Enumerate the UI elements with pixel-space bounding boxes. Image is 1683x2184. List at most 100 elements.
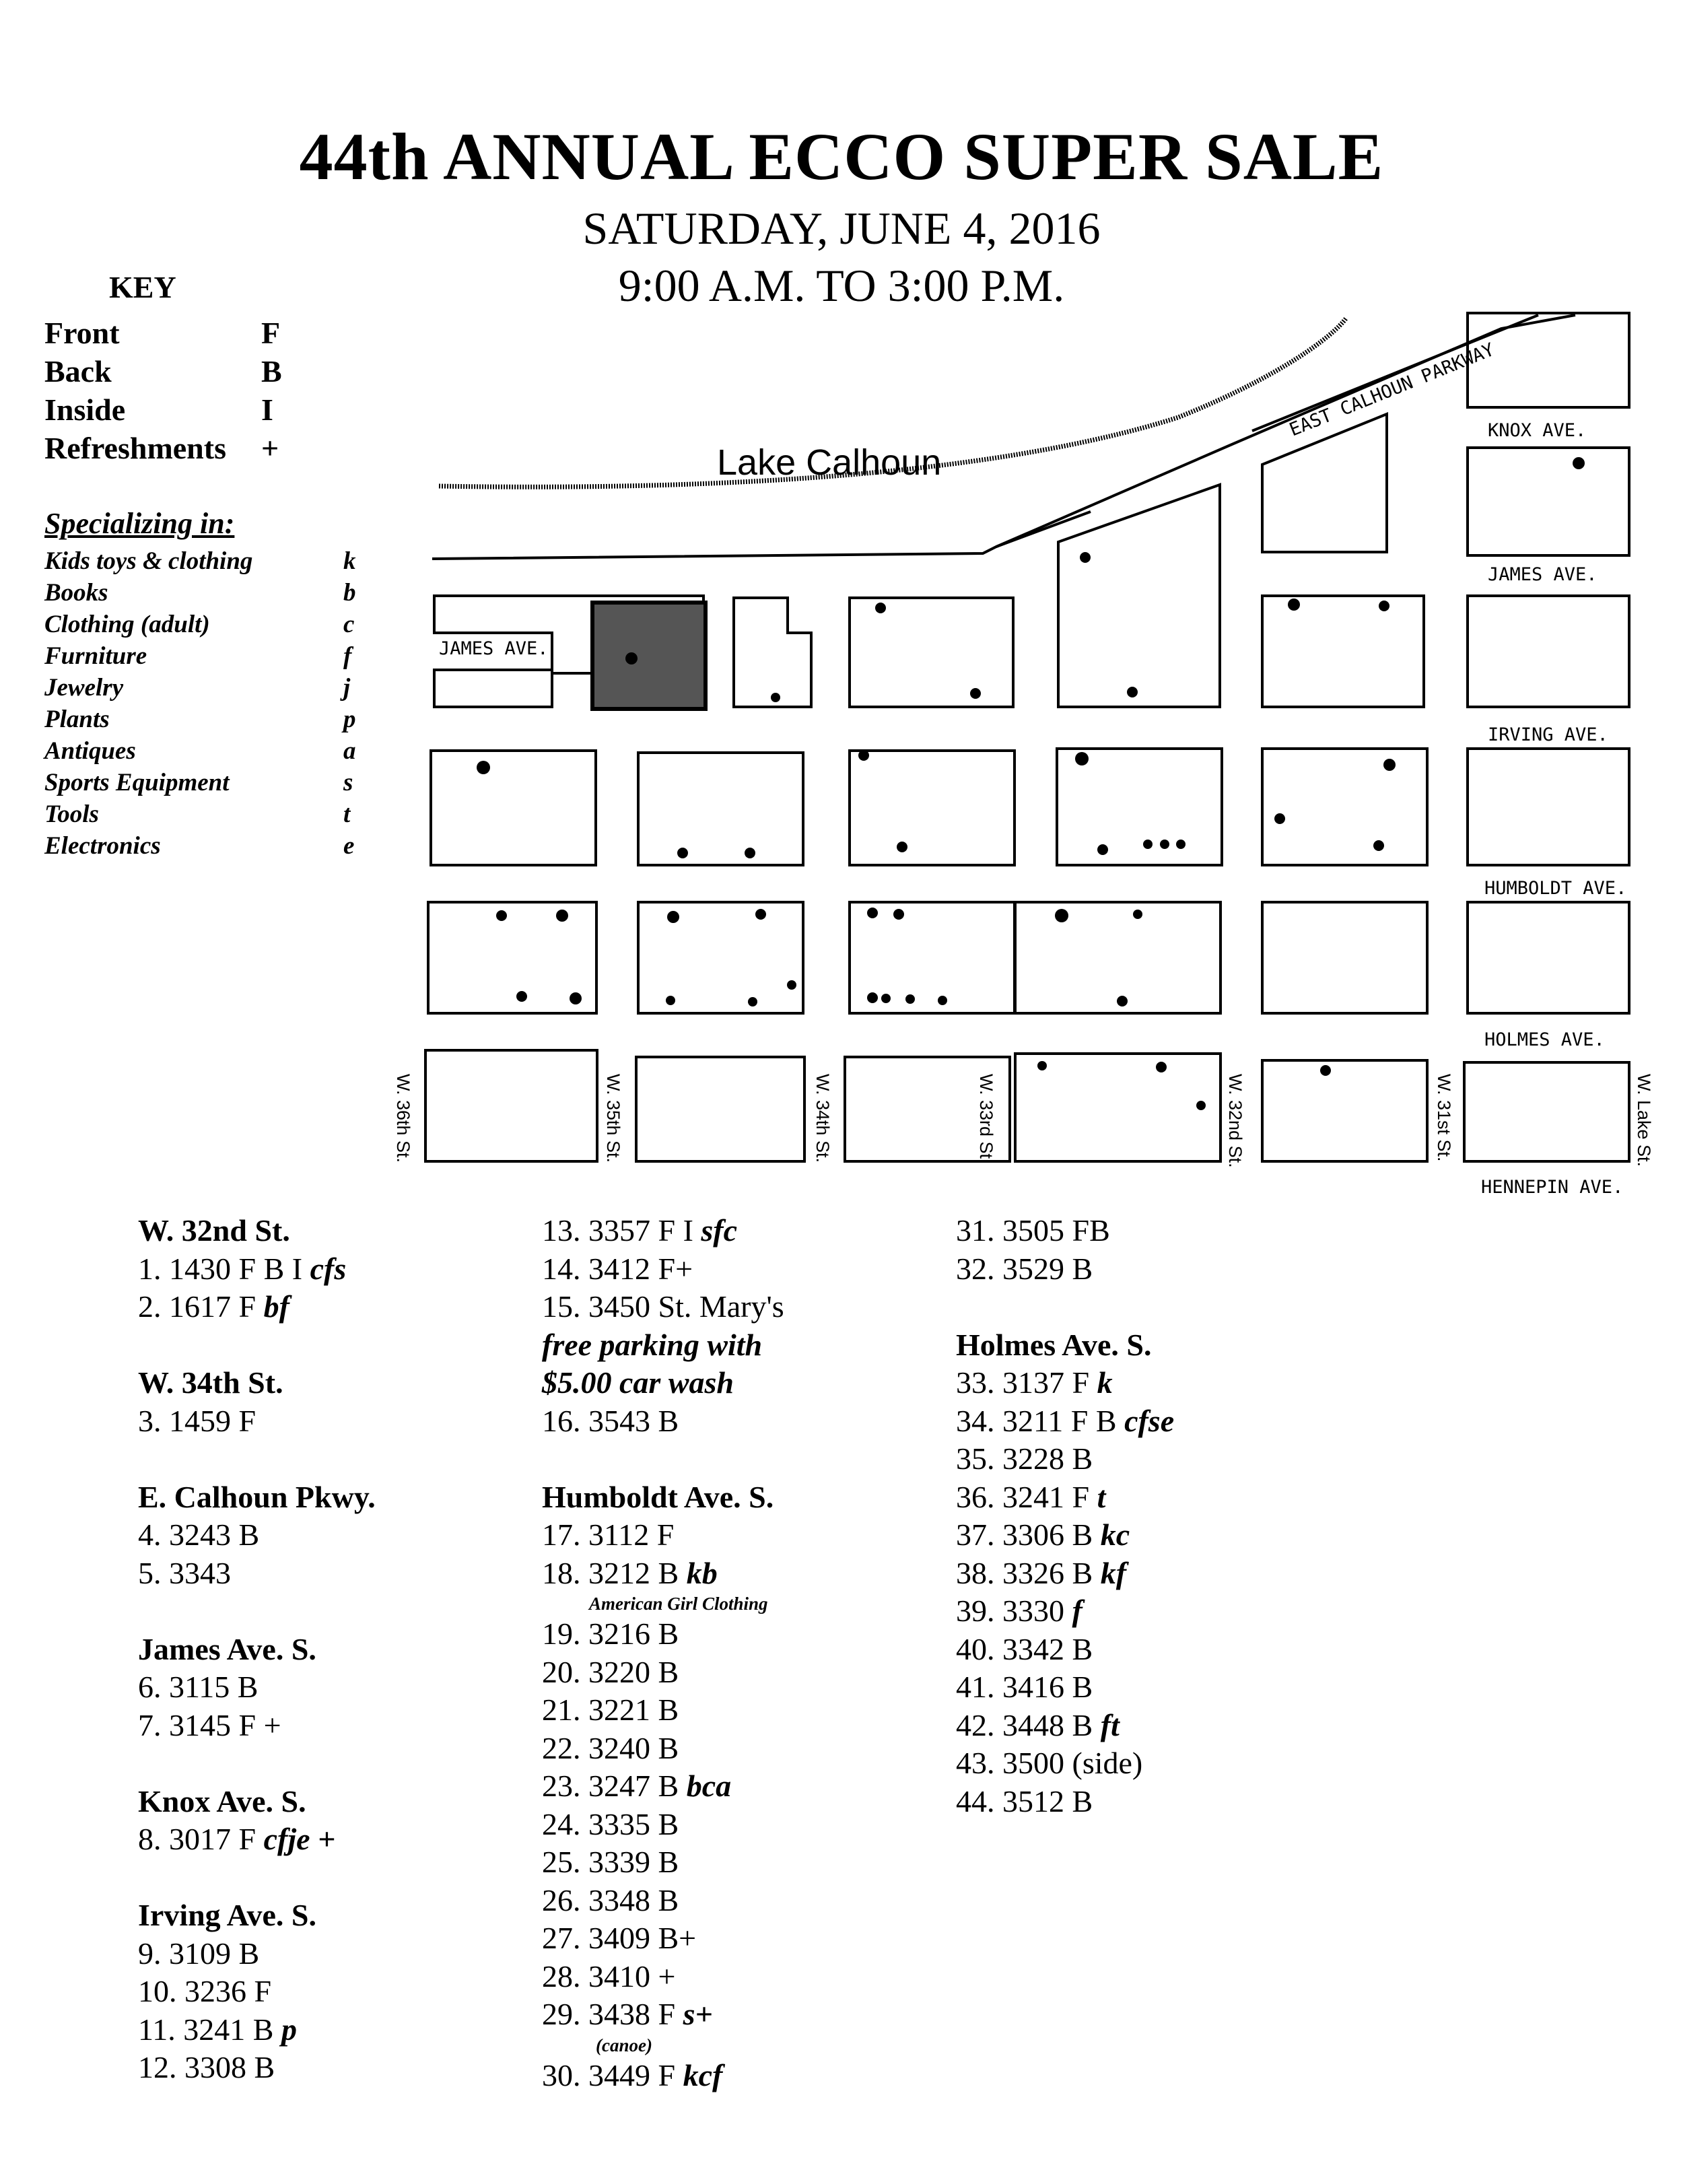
sale-marker xyxy=(867,992,878,1003)
sale-marker xyxy=(1160,840,1169,849)
listing-address: 22. 3240 B xyxy=(542,1730,679,1765)
sale-listing: 11. 3241 B p xyxy=(138,2011,376,2049)
sale-listing: 6. 3115 B xyxy=(138,1668,376,1707)
listing-address: 2. 1617 F xyxy=(138,1289,256,1324)
sale-listing: 37. 3306 B kc xyxy=(956,1516,1174,1555)
listing-address: 28. 3410 + xyxy=(542,1958,676,1993)
listing-address: 29. 3438 F xyxy=(542,1997,676,2031)
listing-address: 3. 1459 F xyxy=(138,1403,256,1438)
block xyxy=(1261,412,1388,553)
sale-marker xyxy=(666,996,675,1005)
listing-note: (canoe) xyxy=(596,2035,652,2055)
section-heading: W. 34th St. xyxy=(138,1365,283,1400)
sale-marker xyxy=(1143,840,1153,849)
lake-label: Lake Calhoun xyxy=(717,442,941,483)
sale-marker xyxy=(1320,1065,1331,1076)
sale-listing: 18. 3212 B kb xyxy=(542,1555,784,1593)
sale-listing: 16. 3543 B xyxy=(542,1402,784,1441)
listing-address: 18. 3212 B xyxy=(542,1555,679,1590)
street-label-w34: W. 34th St. xyxy=(813,1074,833,1163)
listing-address: 30. 3449 F xyxy=(542,2057,676,2092)
sale-marker xyxy=(677,848,688,858)
avenue-label-hennepin: HENNEPIN AVE. xyxy=(1481,1177,1623,1198)
block xyxy=(1056,747,1223,866)
sale-marker xyxy=(755,909,766,920)
listing-address: 23. 3247 B xyxy=(542,1769,679,1803)
sale-listing: 29. 3438 F s+ xyxy=(542,1995,784,2034)
listing-address: 27. 3409 B+ xyxy=(542,1921,697,1955)
sale-listing: 9. 3109 B xyxy=(138,1935,376,1973)
sale-listing: 12. 3308 B xyxy=(138,2049,376,2087)
listing-address: 17. 3112 F xyxy=(542,1517,675,1552)
avenue-label-holmes: HOLMES AVE. xyxy=(1484,1029,1605,1050)
block xyxy=(848,749,1016,866)
sale-marker xyxy=(1037,1061,1047,1070)
block xyxy=(637,751,804,866)
listing-specialty: bf xyxy=(256,1289,289,1324)
listing-address: 14. 3412 F+ xyxy=(542,1251,693,1286)
sale-marker xyxy=(748,997,757,1006)
block xyxy=(430,749,597,866)
key-code: B xyxy=(261,354,282,388)
listing-note: $5.00 car wash xyxy=(542,1365,734,1400)
listing-specialty: f xyxy=(1064,1594,1083,1628)
sale-listing: 41. 3416 B xyxy=(956,1668,1174,1707)
block xyxy=(844,1056,1011,1163)
listing-address: 39. 3330 xyxy=(956,1594,1064,1628)
spec-label: Clothing (adult) xyxy=(44,611,210,638)
spec-code: e xyxy=(343,832,355,860)
key-label: Back xyxy=(44,354,112,388)
listing-address: 33. 3137 F xyxy=(956,1365,1090,1400)
listing-address: 26. 3348 B xyxy=(542,1882,679,1917)
sale-listing: 23. 3247 B bca xyxy=(542,1767,784,1806)
listing-address: 1. 1430 F B I xyxy=(138,1251,303,1286)
block xyxy=(1463,1061,1630,1163)
sale-listing: 36. 3241 F t xyxy=(956,1478,1174,1517)
sale-listing: 31. 3505 FB xyxy=(956,1212,1174,1250)
block xyxy=(1014,1052,1222,1163)
block xyxy=(635,1056,806,1163)
sale-marker xyxy=(1117,996,1128,1006)
listing-address: 25. 3339 B xyxy=(542,1845,679,1879)
sale-listing: 42. 3448 B ft xyxy=(956,1707,1174,1745)
block xyxy=(1466,446,1630,557)
listing-specialty: sfc xyxy=(693,1213,738,1248)
listing-specialty: p xyxy=(273,2012,297,2047)
listing-address: 43. 3500 (side) xyxy=(956,1746,1143,1780)
listing-address: 12. 3308 B xyxy=(138,2050,275,2084)
listing-address: 9. 3109 B xyxy=(138,1936,260,1971)
listing-specialty: kb xyxy=(679,1555,718,1590)
key-label: Inside xyxy=(44,393,126,427)
listing-note: American Girl Clothing xyxy=(589,1594,768,1614)
sale-listing: 2. 1617 F bf xyxy=(138,1288,376,1326)
key-title: KEY xyxy=(109,270,176,304)
listing-address: 41. 3416 B xyxy=(956,1670,1093,1704)
spec-code: b xyxy=(343,579,356,607)
sale-marker xyxy=(625,652,638,664)
sale-listing: 10. 3236 F xyxy=(138,1973,376,2011)
section-heading: Holmes Ave. S. xyxy=(956,1327,1152,1362)
sale-marker xyxy=(905,994,915,1004)
listing-address: 21. 3221 B xyxy=(542,1693,679,1727)
sale-listing: 44. 3512 B xyxy=(956,1783,1174,1821)
sale-listing: 39. 3330 f xyxy=(956,1592,1174,1631)
sale-marker xyxy=(1133,910,1142,919)
listing-address: 24. 3335 B xyxy=(542,1806,679,1841)
block xyxy=(1466,747,1630,866)
listing-address: 7. 3145 F + xyxy=(138,1707,281,1742)
section-heading: Humboldt Ave. S. xyxy=(542,1479,774,1514)
sale-marker xyxy=(881,994,891,1003)
sale-listing: 28. 3410 + xyxy=(542,1958,784,1996)
spec-label: Books xyxy=(44,579,108,607)
listing-specialty: k xyxy=(1089,1365,1113,1400)
section-heading: James Ave. S. xyxy=(138,1631,316,1666)
sale-marker xyxy=(1075,752,1089,765)
listing-address: 11. 3241 B xyxy=(138,2012,274,2047)
sale-listing: 26. 3348 B xyxy=(542,1882,784,1920)
spec-code: c xyxy=(343,611,355,638)
sale-listing: 22. 3240 B xyxy=(542,1730,784,1768)
spec-code: j xyxy=(343,674,351,702)
key-label: Front xyxy=(44,316,120,350)
sale-marker xyxy=(1196,1101,1206,1110)
